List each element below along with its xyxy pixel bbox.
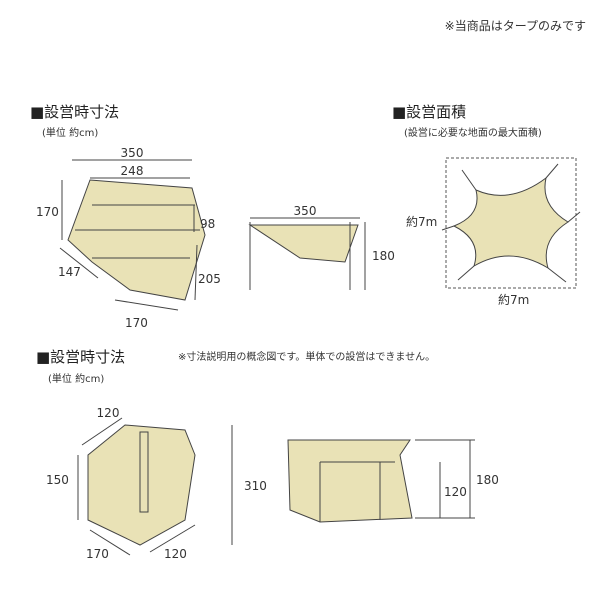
- section2-subtitle: (設営に必要な地面の最大面積): [404, 126, 542, 139]
- tarp-top-view: [59, 159, 206, 311]
- half-tarp-side-view: [287, 439, 475, 523]
- half-tarp-shape: [87, 424, 196, 546]
- tarp-side-view: [248, 217, 366, 290]
- area-diagram: [441, 157, 581, 289]
- dim-left: 170: [36, 205, 59, 219]
- side-outer-height: 180: [476, 473, 499, 487]
- side-width: 350: [294, 204, 317, 218]
- half-side-shape: [287, 439, 413, 523]
- area-height-label: 約7m: [406, 214, 437, 229]
- section3-note: ※寸法説明用の概念図です。単体での設営はできません。: [178, 350, 435, 363]
- half-dim-top: 120: [97, 406, 120, 420]
- area-tarp-shape: [452, 176, 569, 270]
- tarp-shape: [67, 179, 206, 301]
- dim-right-inner: 98: [200, 217, 215, 231]
- dim-bottom: 170: [125, 316, 148, 330]
- side-height: 180: [372, 249, 395, 263]
- half-dim-left: 150: [46, 473, 69, 487]
- half-dim-right: 310: [244, 479, 267, 493]
- dim-bottom-right: 205: [198, 272, 221, 286]
- dim-bottom-left: 147: [58, 265, 81, 279]
- half-dim-bottom-left: 170: [86, 547, 109, 561]
- section2-title: ■設営面積: [392, 103, 466, 121]
- product-note: ※当商品はタープのみです: [445, 18, 586, 33]
- dim-top-outer: 350: [121, 146, 144, 160]
- dim-top-inner: 248: [121, 164, 144, 178]
- section3-unit: (単位 約cm): [48, 372, 104, 385]
- tarp-side-shape: [248, 224, 359, 263]
- tarp-half-top-view: [77, 417, 233, 556]
- section1-title: ■設営時寸法: [30, 103, 119, 121]
- area-width-label: 約7m: [498, 292, 529, 307]
- section3-title: ■設営時寸法: [36, 348, 125, 366]
- section1-unit: (単位 約cm): [42, 126, 98, 139]
- side-inner-height: 120: [444, 485, 467, 499]
- half-dim-bottom-right: 120: [164, 547, 187, 561]
